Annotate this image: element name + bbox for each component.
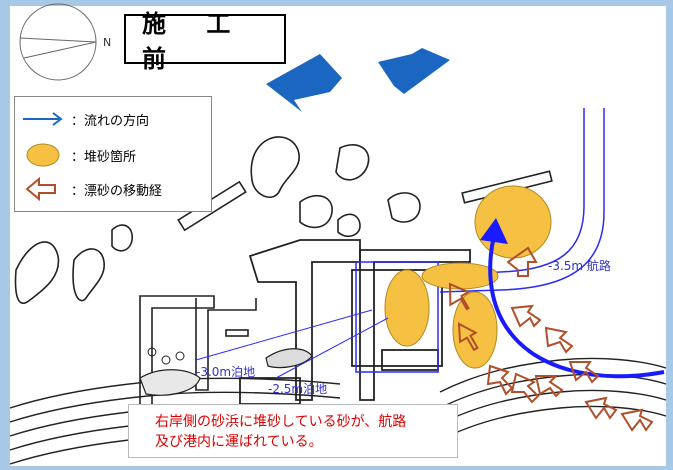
sand-patches (139, 347, 313, 396)
coastline-outlines (14, 136, 421, 304)
blue-arrow-icon (15, 105, 71, 133)
legend-label: ：漂砂の移動経 (71, 183, 163, 199)
basin-depth-label-1: -3.0m泊地 (196, 365, 255, 379)
deposition-ellipse (452, 291, 498, 369)
page-title: 施 工 前 (124, 10, 286, 73)
yellow-ellipse-icon (15, 141, 71, 169)
note-line-1: 右岸側の砂浜に堆砂している砂が、航路 (155, 414, 407, 430)
legend-label: ：流れの方向 (71, 113, 150, 129)
hollow-arrow-icon (15, 175, 71, 203)
drift-arrows (448, 246, 654, 432)
deposition-ellipse (421, 262, 499, 290)
legend-row-deposition: ：堆砂箇所 (15, 141, 136, 169)
basin-depth-label-2: -2.5m泊地 (268, 382, 327, 396)
legend-row-flow: ：流れの方向 (15, 105, 149, 133)
legend-label: ：堆砂箇所 (71, 149, 137, 165)
deposition-ellipse (474, 185, 552, 259)
legend-row-drift: ：漂砂の移動経 (15, 175, 162, 203)
legend: ：流れの方向 ：堆砂箇所 ：漂砂の移動経 (14, 96, 212, 212)
deposition-ellipse (384, 269, 430, 347)
wave-arrow-icon (266, 54, 342, 112)
flow-arrow (480, 218, 665, 379)
annotation-note: 右岸側の砂浜に堆砂している砂が、航路 及び港内に運ばれている。 (128, 404, 458, 458)
compass-north-label: N (103, 36, 111, 49)
note-line-2: 及び港内に運ばれている。 (155, 434, 323, 450)
channel-depth-label: -3.5m 航路 (548, 258, 611, 273)
wave-arrows (266, 48, 450, 112)
wave-arrow-icon (378, 48, 450, 94)
compass-icon: N (19, 3, 111, 81)
label-leaders (195, 309, 389, 379)
